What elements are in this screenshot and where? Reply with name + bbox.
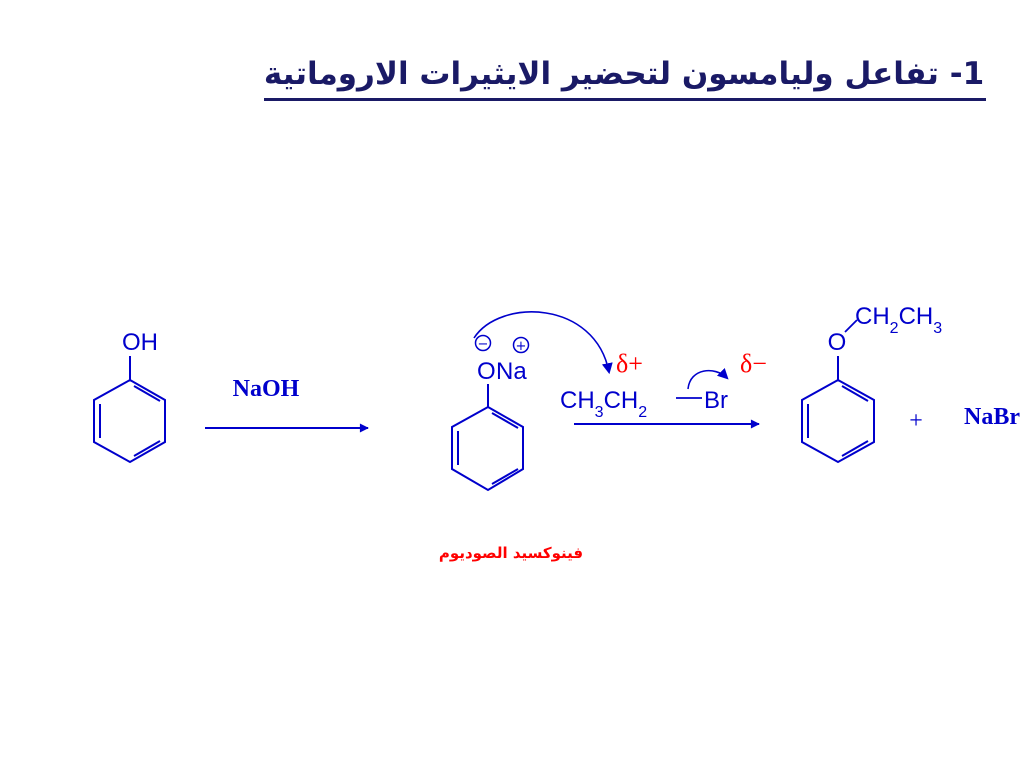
plus-sign: +	[909, 408, 923, 434]
product-ring	[801, 378, 875, 464]
naoh-reagent: NaOH	[233, 376, 300, 402]
product-ethyl-label: CH2CH3	[855, 303, 942, 337]
ethyl-group-label: CH3CH2	[560, 387, 647, 421]
svg-text:−: −	[478, 337, 489, 352]
bond-cleavage-arrow	[687, 367, 729, 390]
nucleophilic-attack-arrow	[473, 311, 613, 375]
product-o-label: O	[828, 329, 847, 356]
bromine-label: Br	[704, 387, 728, 414]
ethyl-bromide: δ+ δ− CH3CH2 Br	[560, 349, 767, 421]
o-ethyl-bond	[844, 319, 858, 333]
phenol: OH	[93, 329, 166, 464]
phenoxide-o-label: O	[477, 358, 496, 385]
ethoxybenzene: O CH2CH3	[801, 303, 942, 464]
page-title: 1- تفاعل وليامسون لتحضير الايثيرات الارو…	[263, 56, 985, 92]
svg-text:+: +	[516, 339, 527, 354]
sodium-phenoxide: O Na − +	[451, 334, 530, 492]
phenoxide-na-label: Na	[496, 358, 527, 385]
delta-minus-label: δ−	[740, 349, 767, 378]
positive-charge-icon: +	[512, 336, 530, 354]
negative-charge-icon: −	[474, 334, 492, 352]
phenoxide-ring	[451, 405, 524, 492]
title-underline	[264, 98, 986, 101]
phenol-ring	[93, 378, 166, 464]
delta-plus-label: δ+	[616, 349, 643, 378]
sodium-phenoxide-name: فينوكسيد الصوديوم	[439, 544, 583, 562]
phenol-oh-label: OH	[122, 329, 158, 356]
nabr-byproduct: NaBr	[964, 404, 1020, 430]
